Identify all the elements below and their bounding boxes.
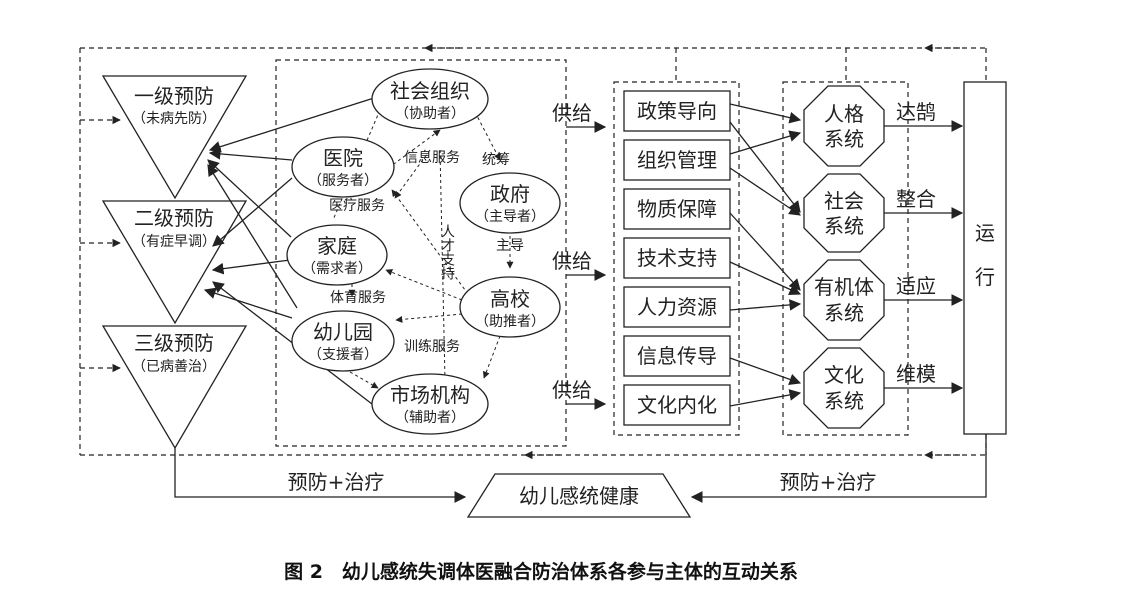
lead-label: 主导 [496,238,524,254]
system-line2: 系统 [824,127,864,151]
resources-list: 政策导向 组织管理 物质保障 技术支持 人力资源 信息传导 文化内化 [623,90,731,426]
hospital-name: 医院 [323,146,363,170]
prevention-level-1: 一级预防 （未病先防） [101,75,248,200]
outcome-loop: 预防+治疗 预防+治疗 [174,434,987,503]
systems-box [782,81,909,436]
loop-label-right: 预防+治疗 [780,470,877,494]
prevention-level-3-title: 三级预防 [134,331,214,355]
actor-market: 市场机构 （辅助者） [371,373,489,435]
family-name: 家庭 [317,234,357,258]
supply-label-bottom: 供给 [552,378,592,402]
supply-arrows: 供给 供给 供给 [552,101,607,410]
prevention-level-2: 二级预防 （有症早调） [101,200,248,325]
prevention-level-1-title: 一级预防 [134,84,214,108]
system-line2: 系统 [824,301,864,325]
outcome-node: 幼儿感统健康 [466,473,692,518]
actor-university: 高校 （助推者） [459,276,561,338]
prevention-level-3-sub: （已病善治） [132,359,216,375]
system-organism: 有机体 系统 [803,259,885,341]
figure-caption: 图 2 幼儿感统失调体医融合防治体系各参与主体的互动关系 [284,560,798,583]
actor-kindergarten: 幼儿园 （支援者） [291,310,395,372]
actor-family: 家庭 （需求者） [286,224,388,286]
resource-item: 技术支持 [637,246,717,270]
actor-to-level-arrows [203,97,375,405]
operation-box: 运 行 [963,81,1007,435]
system-line2: 系统 [824,389,864,413]
resource-item: 人力资源 [637,295,717,319]
resource-item: 文化内化 [637,393,717,417]
actors-box [275,59,567,447]
market-name: 市场机构 [390,383,470,407]
relation-labels: 信息服务 统筹 医疗服务 主导 体育服务 训练服务 人才支持 [329,149,524,355]
outcome-label: 幼儿感统健康 [519,484,639,508]
kindergarten-name: 幼儿园 [313,320,373,344]
pe-service-label: 体育服务 [330,290,386,306]
resource-item: 政策导向 [637,99,717,123]
medical-service-label: 医疗服务 [329,198,385,214]
function-label: 整合 [896,187,936,211]
resource-system-arrows [729,103,802,407]
system-line1: 文化 [824,363,864,387]
talent-support-label: 人才支持 [439,224,455,280]
system-line1: 有机体 [814,275,874,299]
actor-government: 政府 （主导者） [459,172,561,234]
feedback-loop-frame [79,43,987,460]
resource-item: 物质保障 [637,197,717,221]
function-label: 维模 [896,362,936,386]
social-org-name: 社会组织 [390,79,470,103]
prevention-level-2-title: 二级预防 [134,206,214,230]
loop-label-left: 预防+治疗 [288,470,385,494]
system-culture: 文化 系统 [803,347,885,429]
prevention-level-3: 三级预防 （已病善治） [101,325,248,450]
resources-box [613,81,740,436]
actor-social-org: 社会组织 （协助者） [371,68,489,130]
system-line2: 系统 [824,214,864,238]
system-line1: 社会 [824,189,864,213]
government-name: 政府 [490,182,530,206]
family-role: （需求者） [302,261,372,277]
government-role: （主导者） [475,209,545,225]
operation-char-1: 运 [975,221,995,245]
function-arrows: 达鹄 整合 适应 维模 [884,100,964,394]
info-service-label: 信息服务 [404,149,460,166]
university-name: 高校 [490,287,530,311]
actor-hospital: 医院 （服务者） [291,136,395,198]
hospital-role: （服务者） [308,173,378,189]
resource-item: 组织管理 [637,148,717,172]
prevention-level-2-sub: （有症早调） [132,234,216,250]
prevention-level-1-sub: （未病先防） [132,111,216,127]
function-label: 适应 [896,274,936,298]
function-label: 达鹄 [896,100,936,124]
system-personality: 人格 系统 [803,85,885,167]
training-service-label: 训练服务 [404,339,460,355]
university-role: （助推者） [475,314,545,330]
system-social: 社会 系统 [803,173,885,253]
social-org-role: （协助者） [395,106,465,122]
operation-char-2: 行 [975,265,995,289]
coordinate-label: 统筹 [482,151,510,168]
supply-label-top: 供给 [552,101,592,125]
resource-item: 信息传导 [637,344,717,368]
supply-label-mid: 供给 [552,249,592,273]
system-line1: 人格 [824,102,864,126]
market-role: （辅助者） [395,410,465,426]
kindergarten-role: （支援者） [308,347,378,363]
